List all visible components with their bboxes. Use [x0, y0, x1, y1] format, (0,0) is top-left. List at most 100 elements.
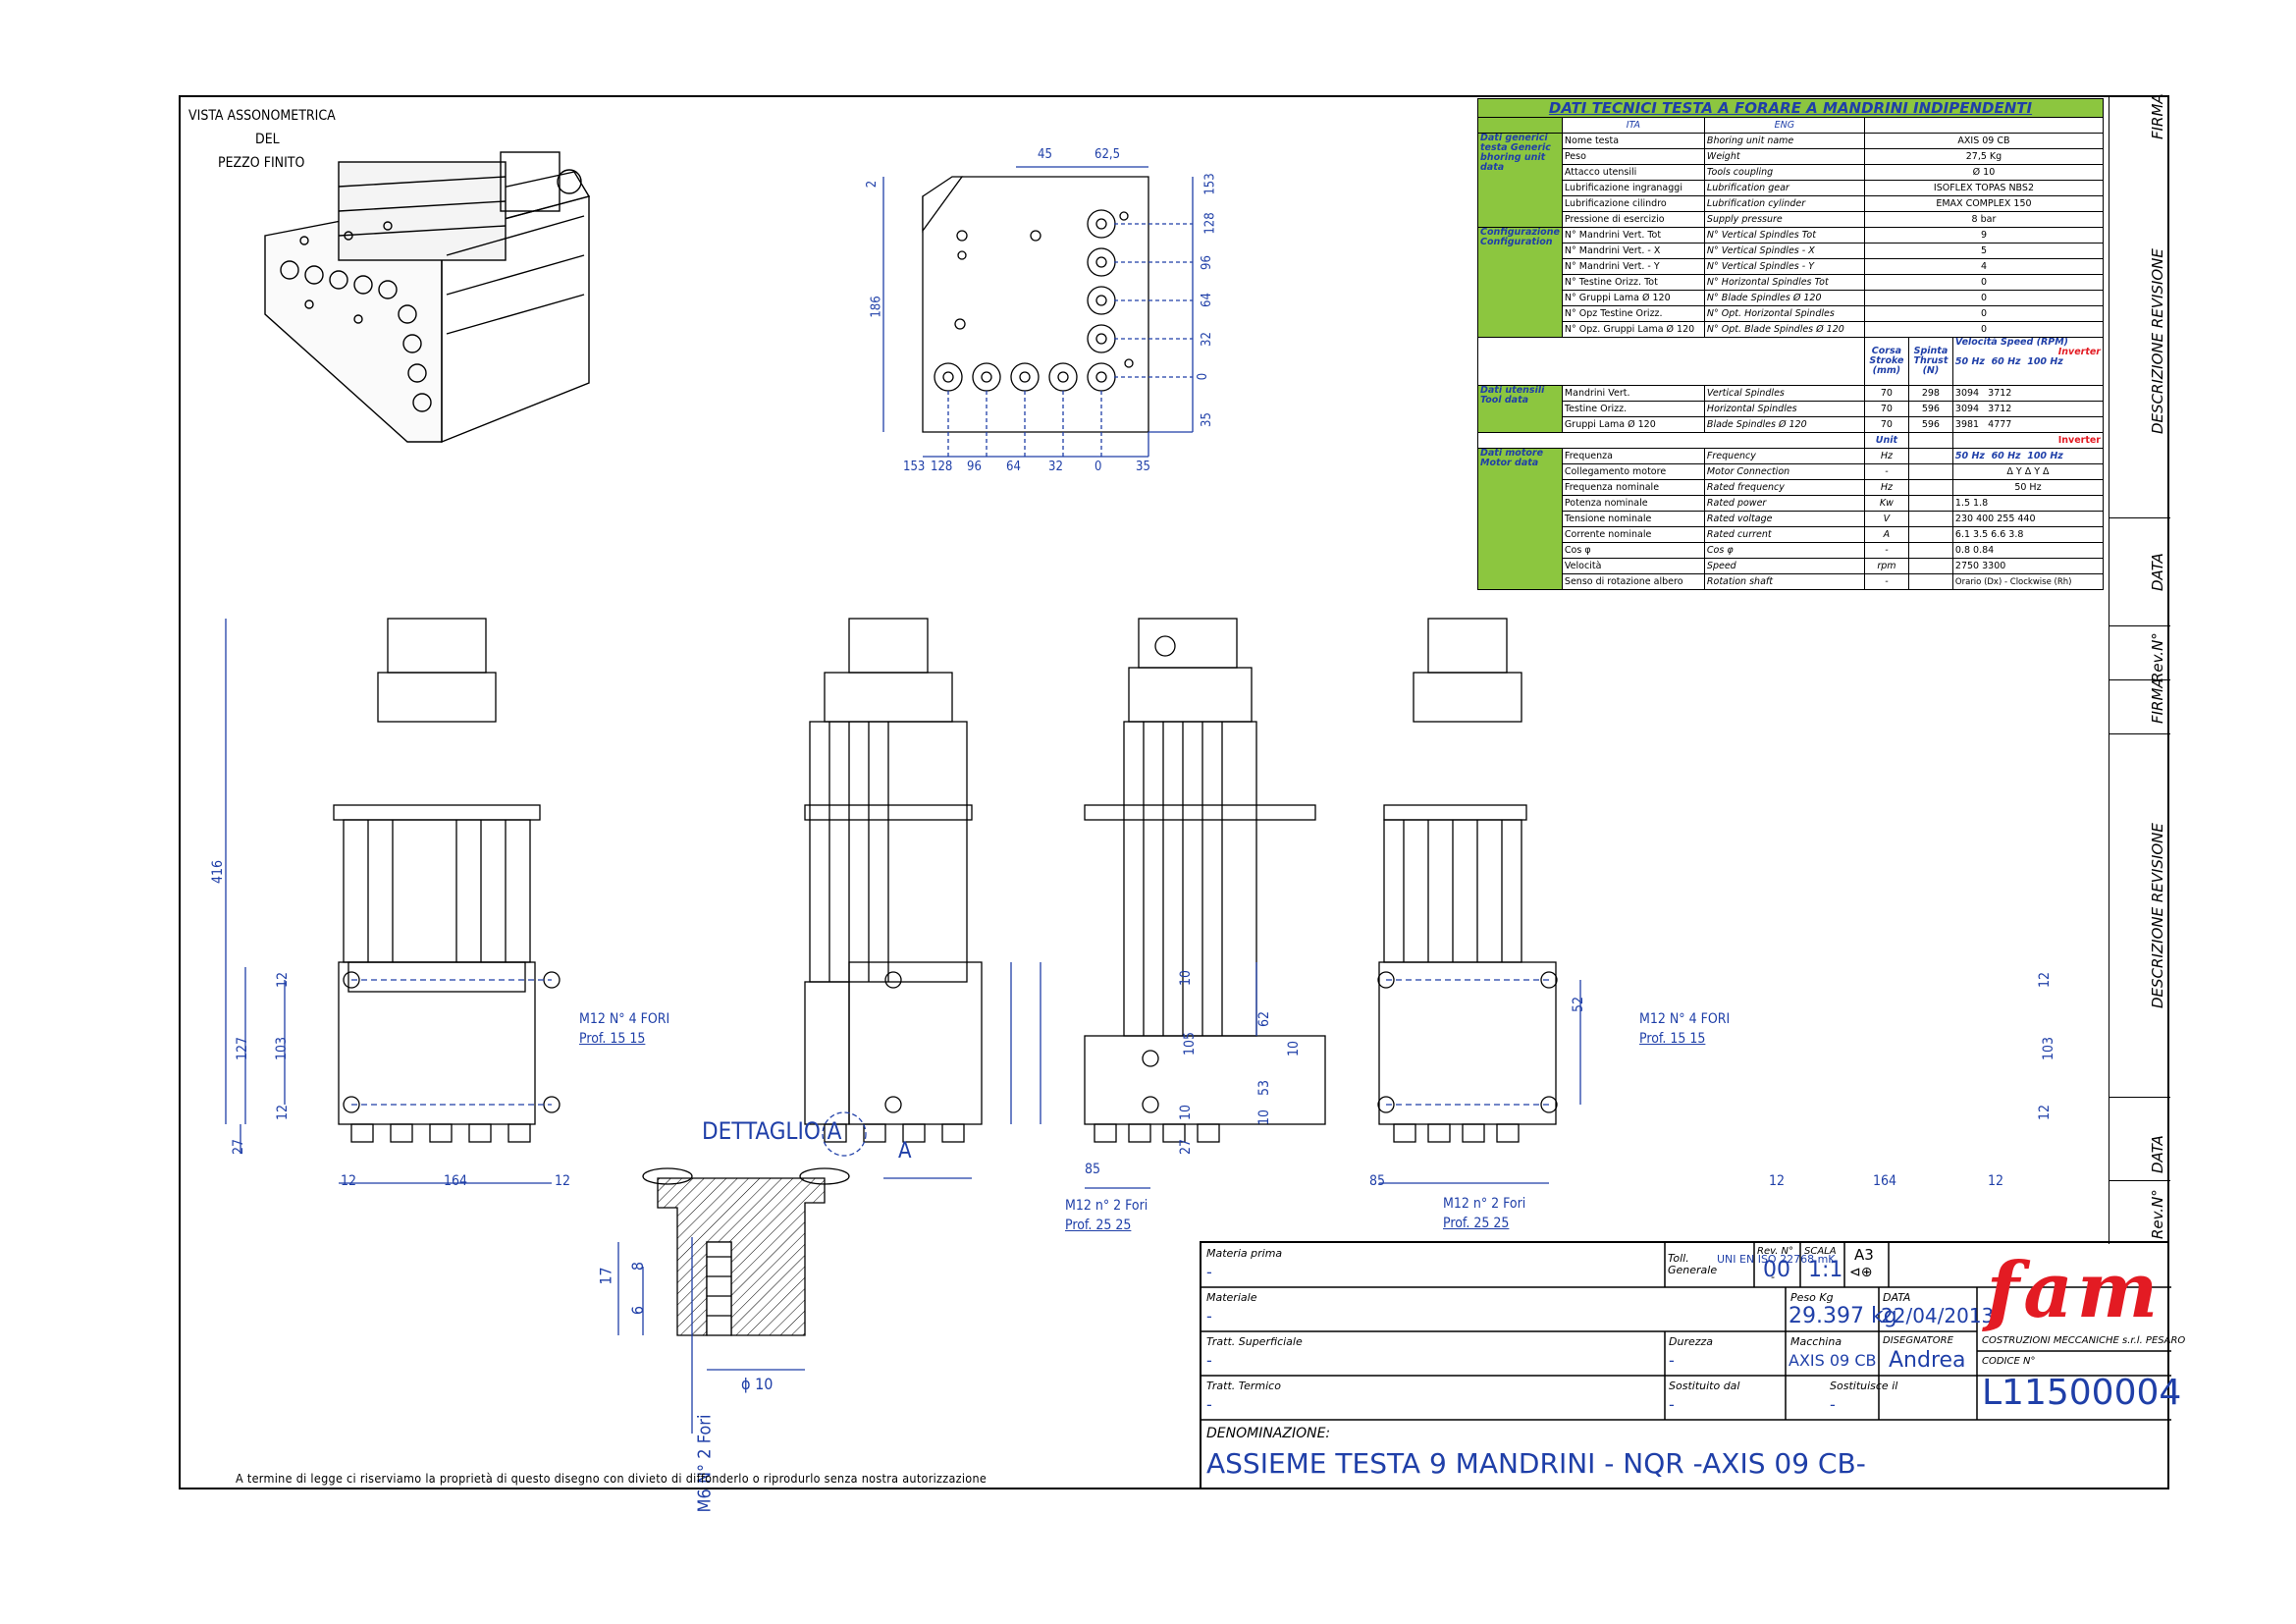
- motor-hz60: 60 Hz: [1991, 450, 2021, 461]
- cell-value: 5: [1863, 243, 2105, 259]
- blank-cell: [1907, 511, 1953, 527]
- cell-value: Δ Y Δ Y Δ: [1951, 463, 2105, 480]
- cell-stroke: 70: [1863, 385, 1909, 402]
- materia-prima-label: Materia prima: [1206, 1247, 1283, 1260]
- front-view-2: [804, 618, 1012, 1179]
- motor-hz50: 50 Hz: [1954, 450, 1985, 461]
- v2-dim-105: 105: [1182, 1031, 1199, 1056]
- projection-icon: ⊲⊕: [1849, 1265, 1873, 1280]
- cell-eng: Motor Connection: [1703, 463, 1865, 480]
- cell-ita: Gruppi Lama Ø 120: [1561, 416, 1705, 433]
- cell-thrust: 596: [1907, 416, 1953, 433]
- cell-ita: Velocità: [1561, 558, 1705, 574]
- cell-ita: Nome testa: [1561, 133, 1705, 149]
- cell-value: Orario (Dx) - Clockwise (Rh): [1951, 573, 2105, 590]
- title-block-grid: [1201, 1243, 2171, 1421]
- section-tool: Dati utensili Tool data: [1477, 385, 1563, 433]
- head-hz100: 100 Hz: [2027, 356, 2063, 367]
- macchina-label: Macchina: [1790, 1335, 1842, 1348]
- cell-ita: Lubrificazione cilindro: [1561, 195, 1705, 212]
- cell-eng: Weight: [1703, 148, 1865, 165]
- cell-eng: Lubrification gear: [1703, 180, 1865, 196]
- dim-label: 128: [931, 460, 953, 474]
- denominazione-value: ASSIEME TESTA 9 MANDRINI - NQR -AXIS 09 …: [1206, 1447, 1866, 1480]
- dim-label: 32: [1199, 332, 1214, 347]
- section-generic: Dati generici testa Generic bhoring unit…: [1477, 133, 1563, 228]
- rev-data-1: DATA: [2149, 553, 2166, 591]
- cell-ita: Attacco utensili: [1561, 164, 1705, 181]
- cell-thrust: 596: [1907, 401, 1953, 417]
- cell-value: 230 400 255 440: [1951, 511, 2105, 527]
- v2-note2: Prof. 25 25: [1065, 1218, 1132, 1233]
- head-unit: Unit: [1863, 432, 1909, 449]
- cell-eng: Supply pressure: [1703, 211, 1865, 228]
- cell-eng: Tools coupling: [1703, 164, 1865, 181]
- v4-dim-103: 103: [2041, 1036, 2057, 1061]
- blank-cell: [1477, 337, 1865, 386]
- cell-ita: N° Testine Orizz. Tot: [1561, 274, 1705, 291]
- v3-dim-53: 53: [1256, 1079, 1273, 1097]
- cell-unit: A: [1863, 526, 1909, 543]
- blank-cell: [1907, 479, 1953, 496]
- cell-eng: Rotation shaft: [1703, 573, 1865, 590]
- codice-value: L11500004: [1982, 1373, 2182, 1413]
- cell-value: 50 Hz: [1951, 479, 2105, 496]
- toll-label: Toll. Generale: [1668, 1252, 1718, 1276]
- v1-dim-127: 127: [235, 1036, 251, 1061]
- cell-eng: N° Vertical Spindles - Y: [1703, 258, 1865, 275]
- blank-cell: [1907, 542, 1953, 559]
- cell-ita: Cos φ: [1561, 542, 1705, 559]
- cell-value: Ø 10: [1863, 164, 2105, 181]
- v1-dim-12d: 12: [555, 1173, 571, 1189]
- v3-dim-52: 52: [1571, 996, 1587, 1013]
- detail-a-drawing: [617, 1167, 850, 1434]
- sostituisce-label: Sostituisce il: [1830, 1380, 1898, 1392]
- cell-value: 0: [1863, 321, 2105, 338]
- dim-label: 153: [1202, 173, 1218, 195]
- rev-n-2: Rev.N°: [2149, 1189, 2166, 1239]
- v2-dim-10b: 10: [1178, 1104, 1195, 1121]
- toll-value: UNI EN ISO 22768 mK: [1717, 1253, 1836, 1266]
- toll-dash: -: [1771, 1271, 1775, 1283]
- v2-note1: M12 n° 2 Fori: [1065, 1198, 1148, 1214]
- dim-top-45: 45: [1038, 147, 1052, 162]
- cell-value: 0: [1863, 305, 2105, 322]
- rev-cell: [2109, 1097, 2170, 1098]
- cell-ita: N° Opz Testine Orizz.: [1561, 305, 1705, 322]
- v4-note2: Prof. 15 15: [1639, 1031, 1706, 1047]
- company-name: COSTRUZIONI MECCANICHE s.r.l. PESARO: [1982, 1335, 2186, 1346]
- cell-value: 9: [1863, 227, 2105, 244]
- v2-dim-27: 27: [1178, 1138, 1195, 1156]
- cell-value: 2750 3300: [1951, 558, 2105, 574]
- cell-speed: 3981 4777: [1951, 416, 2105, 433]
- head-inverter: Inverter: [1951, 432, 2105, 449]
- cell-value: 27,5 Kg: [1863, 148, 2105, 165]
- table-title: DATI TECNICI TESTA A FORARE A MANDRINI I…: [1477, 98, 2104, 118]
- rev-cell: [2109, 625, 2170, 626]
- cell-eng: Speed: [1703, 558, 1865, 574]
- cell-hz: 50 Hz 60 Hz 100 Hz: [1951, 448, 2105, 464]
- cell-unit: Hz: [1863, 448, 1909, 464]
- table-row: Dati generici testa Generic bhoring unit…: [1477, 133, 2105, 228]
- cell-s60: 3712: [1988, 403, 2012, 414]
- dim-label: 128: [1202, 212, 1218, 235]
- cell-ita: N° Mandrini Vert. Tot: [1561, 227, 1705, 244]
- dim-label: 0: [1095, 460, 1102, 474]
- detail-thread: M6 N° 2 Fori: [694, 1414, 716, 1513]
- materiale-label: Materiale: [1206, 1291, 1257, 1304]
- cell-ita: Peso: [1561, 148, 1705, 165]
- v2-detail-marker: A: [898, 1139, 912, 1164]
- cell-s50: 3094: [1954, 387, 1980, 399]
- detail-title: DETTAGLIO A: [702, 1117, 842, 1145]
